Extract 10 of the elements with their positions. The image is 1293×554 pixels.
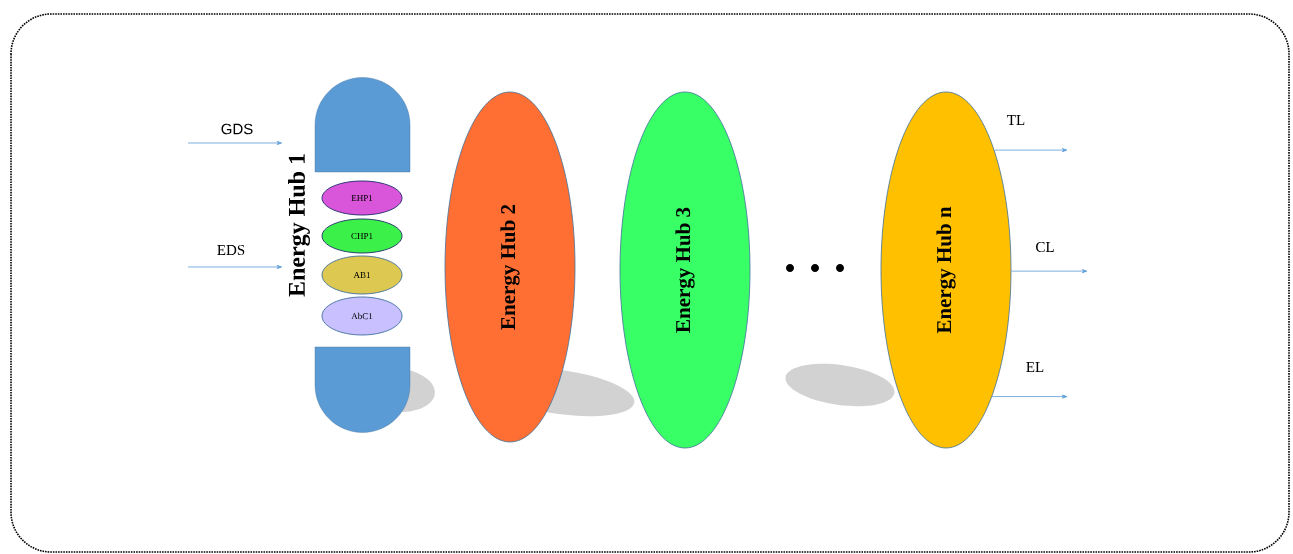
node-label: Energy Hub 1 xyxy=(288,154,310,297)
edge-label: CL xyxy=(1036,241,1054,253)
arrow xyxy=(187,141,282,145)
arrow xyxy=(994,148,1068,153)
edge-label: EDS xyxy=(217,244,245,256)
arrow xyxy=(991,394,1068,399)
edge-label: EL xyxy=(1026,362,1044,372)
arrow xyxy=(1011,269,1088,274)
edge-label: GDS xyxy=(221,123,253,135)
arrow xyxy=(187,265,282,269)
